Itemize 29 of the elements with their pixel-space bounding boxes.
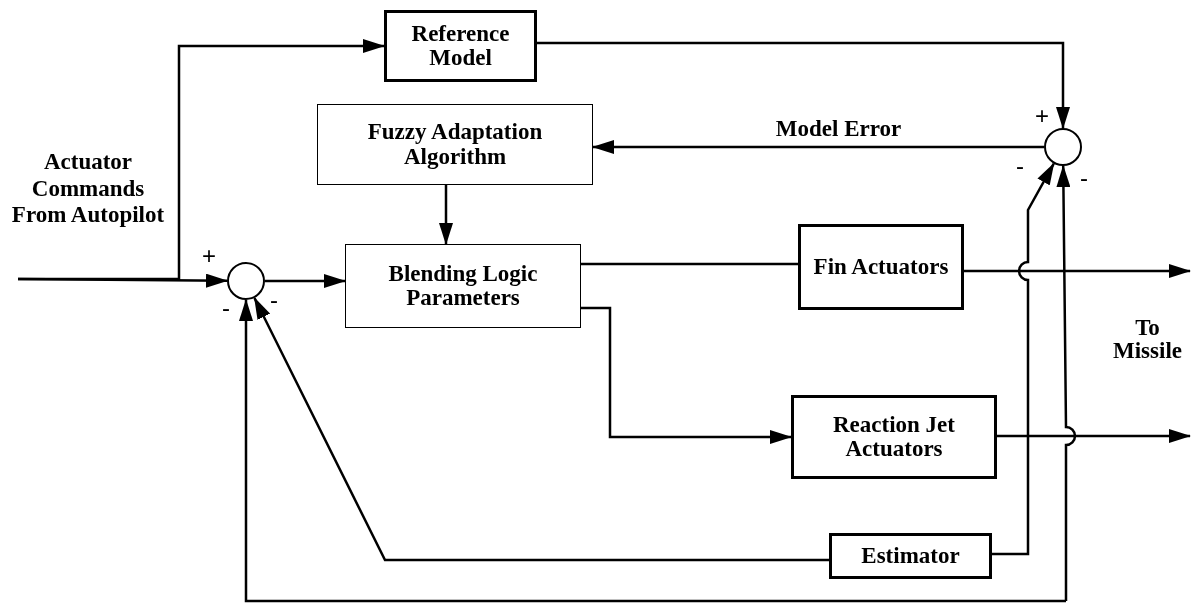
arrow: [1056, 165, 1077, 601]
input-label: Actuator Commands From Autopilot: [6, 128, 170, 250]
block-box: Fin Actuators: [798, 224, 964, 310]
arrow: [253, 297, 829, 562]
sign-label: -: [222, 296, 230, 320]
summing-junction: [227, 262, 265, 300]
sign-label: +: [202, 244, 216, 268]
block-box: Blending Logic Parameters: [345, 244, 581, 328]
arrow: [992, 162, 1055, 556]
block-box: Fuzzy Adaptation Algorithm: [317, 104, 593, 185]
arrow: [439, 185, 453, 245]
sign-label: -: [1016, 154, 1024, 178]
arrow: [964, 264, 1191, 278]
arrow: [18, 39, 385, 281]
sign-label: -: [1080, 166, 1088, 190]
block-box: Estimator: [829, 533, 992, 579]
arrow: [239, 299, 1066, 603]
block-box: Reference Model: [384, 10, 537, 82]
sign-label: +: [1035, 104, 1049, 128]
output-label: To Missile: [1112, 316, 1183, 362]
summing-junction: [1044, 128, 1082, 166]
arrow: [592, 140, 1044, 154]
sign-label: -: [270, 288, 278, 312]
arrow: [265, 274, 346, 288]
block-box: Reaction Jet Actuators: [791, 395, 997, 479]
connector-line: [581, 262, 798, 266]
arrow: [537, 41, 1070, 129]
arrow: [997, 429, 1191, 443]
arrow: [581, 306, 792, 444]
